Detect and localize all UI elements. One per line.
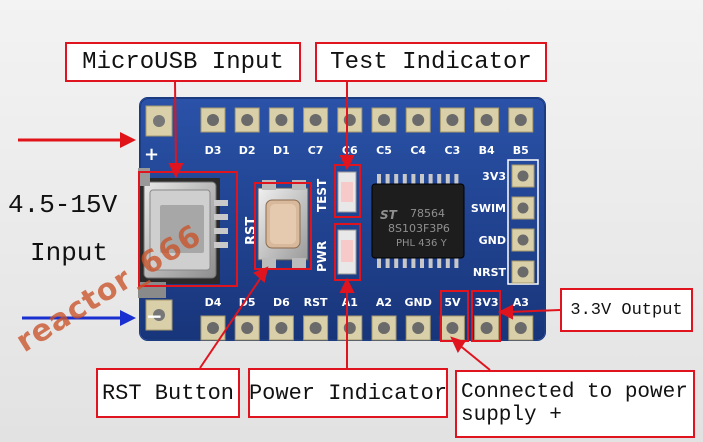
voltage-range-label: 4.5-15V [8,190,118,220]
bottom-header-pads [200,315,534,341]
top-pin-label: D1 [273,144,290,157]
connected-callout: Connected to power supply + [455,370,695,438]
connected-line-2: supply + [461,404,562,427]
top-pin-label: C5 [376,144,392,157]
power-led [337,229,357,275]
bottom-pin-label: 3V3 [475,296,499,309]
power-indicator-callout: Power Indicator [248,368,448,418]
bottom-pin-label: A1 [342,296,358,309]
top-header-pads [200,107,534,133]
usb-highlight [138,171,238,287]
right-pin-label: NRST [473,266,507,279]
top-pin-label: D3 [205,144,222,157]
bottom-pin-label: RST [304,296,328,309]
bottom-pad [371,315,397,341]
rst-button-label: RST Button [101,380,235,406]
right-pin-label: GND [479,234,506,247]
right-pin-label: SWIM [471,202,506,215]
3v3-highlight [471,290,501,342]
top-pin-label: C6 [342,144,358,157]
power-indicator-label: Power Indicator [248,380,448,406]
bottom-pin-label: GND [405,296,432,309]
connected-line-1: Connected to power [461,381,688,404]
micro-usb-callout: MicroUSB Input [65,42,301,82]
top-pad [474,107,500,133]
bottom-pin-label: 5V [444,296,461,309]
top-pin-label: D2 [239,144,256,157]
rst-button-callout: RST Button [96,368,240,418]
right-header-pads [511,164,535,284]
silk-minus: − [146,304,163,328]
bottom-pin-label: A3 [513,296,529,309]
st-logo: ST [380,208,398,222]
rst-highlight [254,182,312,270]
silk-plus: + [144,144,159,165]
bottom-pin-label: A2 [376,296,392,309]
chip-text-3: PHL 436 Y [396,238,448,249]
output-33-label: 3.3V Output [570,300,683,320]
silk-pwr: PWR [315,241,329,272]
top-pin-label: C4 [410,144,426,157]
micro-usb-connector [138,168,228,298]
input-label: Input [30,238,109,268]
silk-rst: RST [244,217,259,245]
reset-button [257,180,309,268]
bottom-pad [337,315,363,341]
chip-text-1: 78564 [410,207,445,220]
top-pin-label: B4 [479,144,495,157]
test-indicator-callout: Test Indicator [315,42,547,82]
top-pin-label: B5 [513,144,529,157]
right-pin-label: 3V3 [482,170,506,183]
micro-usb-label: MicroUSB Input [82,48,284,76]
plus-arrow [18,132,136,148]
silk-test: TEST [315,178,329,212]
bottom-pin-label: D4 [205,296,222,309]
top-pin-label: C3 [445,144,461,157]
output-33-callout: 3.3V Output [560,288,693,332]
stm8-chip: 78564 8S103F3P6 PHL 436 Y ST [371,174,465,268]
test-led [337,171,357,213]
test-indicator-label: Test Indicator [330,48,532,76]
top-pin-label: C7 [308,144,324,157]
bottom-pin-label: D6 [273,296,290,309]
chip-text-2: 8S103F3P6 [388,222,450,235]
minus-arrow [22,310,136,326]
